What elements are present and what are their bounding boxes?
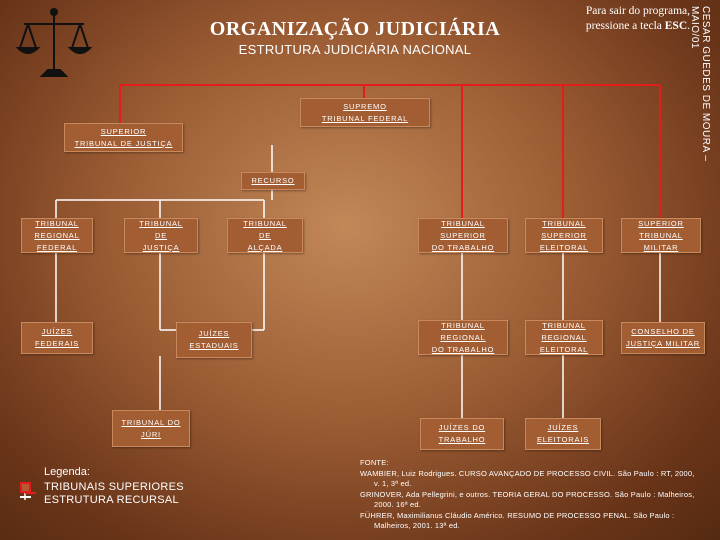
legend-title: Legenda: (44, 466, 90, 478)
node-tribunal-regional-federal[interactable]: TRIBUNAL REGIONAL FEDERAL (21, 218, 93, 253)
node-superior-tribunal-de-justica[interactable]: SUPERIOR TRIBUNAL DE JUSTIÇA (64, 123, 183, 152)
node-tribunal-superior-do-trabalho[interactable]: TRIBUNAL SUPERIOR DO TRABALHO (418, 218, 508, 253)
source-line: Malheiros, 2001. 13ª ed. (374, 521, 460, 530)
node-recurso[interactable]: RECURSO (241, 172, 305, 190)
node-supremo-tribunal-federal[interactable]: SUPREMO TRIBUNAL FEDERAL (300, 98, 430, 127)
exit-note-line-2: pressione a tecla ESC. (585, 20, 690, 32)
source-line: FÜHRER, Maximilianus Cláudio Américo. RE… (360, 510, 675, 520)
page-title: ORGANIZAÇÃO JUDICIÁRIA (209, 18, 501, 40)
node-conselho-de-justica-militar[interactable]: CONSELHO DE JUSTIÇA MILITAR (621, 322, 705, 354)
author-credit: CESAR GUEDES DE MOURA – MAIO/01 (689, 6, 711, 162)
sources-block: FONTE: WAMBIER, Luiz Rodrigues. CURSO AV… (360, 458, 712, 532)
superior-connectors (119, 84, 661, 218)
node-juizes-estaduais[interactable]: JUÍZES ESTADUAIS (176, 322, 252, 358)
appeal-connectors (55, 145, 661, 418)
node-superior-tribunal-militar[interactable]: SUPERIOR TRIBUNAL MILITAR (621, 218, 701, 253)
node-juizes-do-trabalho[interactable]: JUÍZES DO TRABALHO (420, 418, 504, 450)
legend-item-superior: TRIBUNAIS SUPERIORES (44, 481, 184, 493)
source-line: v. 1, 3ª ed. (374, 479, 412, 488)
node-tribunal-regional-do-trabalho[interactable]: TRIBUNAL REGIONAL DO TRABALHO (418, 320, 508, 355)
page-subtitle: ESTRUTURA JUDICIÁRIA NACIONAL (238, 42, 472, 57)
node-tribunal-superior-eleitoral[interactable]: TRIBUNAL SUPERIOR ELEITORAL (525, 218, 603, 253)
node-tribunal-de-justica[interactable]: TRIBUNAL DE JUSTIÇA (124, 218, 198, 253)
exit-note-line-1: Para sair do programa, (585, 5, 690, 17)
node-juizes-federais[interactable]: JUÍZES FEDERAIS (21, 322, 93, 354)
node-tribunal-de-alcada[interactable]: TRIBUNAL DE ALÇADA (227, 218, 303, 253)
exit-instructions: Para sair do programa, pressione a tecla… (560, 4, 690, 34)
source-line: 2000. 16ª ed. (374, 500, 422, 509)
legend-item-recursal: ESTRUTURA RECURSAL (44, 494, 179, 506)
node-tribunal-do-juri[interactable]: TRIBUNAL DO JÚRI (112, 410, 190, 447)
source-line: GRINOVER, Ada Pellegrini, e outros. TEOR… (360, 489, 695, 499)
sources-label: FONTE: (360, 458, 389, 467)
node-tribunal-regional-eleitoral[interactable]: TRIBUNAL REGIONAL ELEITORAL (525, 320, 603, 355)
node-juizes-eleitorais[interactable]: JUÍZES ELEITORAIS (525, 418, 601, 450)
scales-of-justice-icon (15, 8, 93, 77)
source-line: WAMBIER, Luiz Rodrigues. CURSO AVANÇADO … (360, 468, 695, 478)
esc-key-label: ESC (664, 20, 688, 32)
